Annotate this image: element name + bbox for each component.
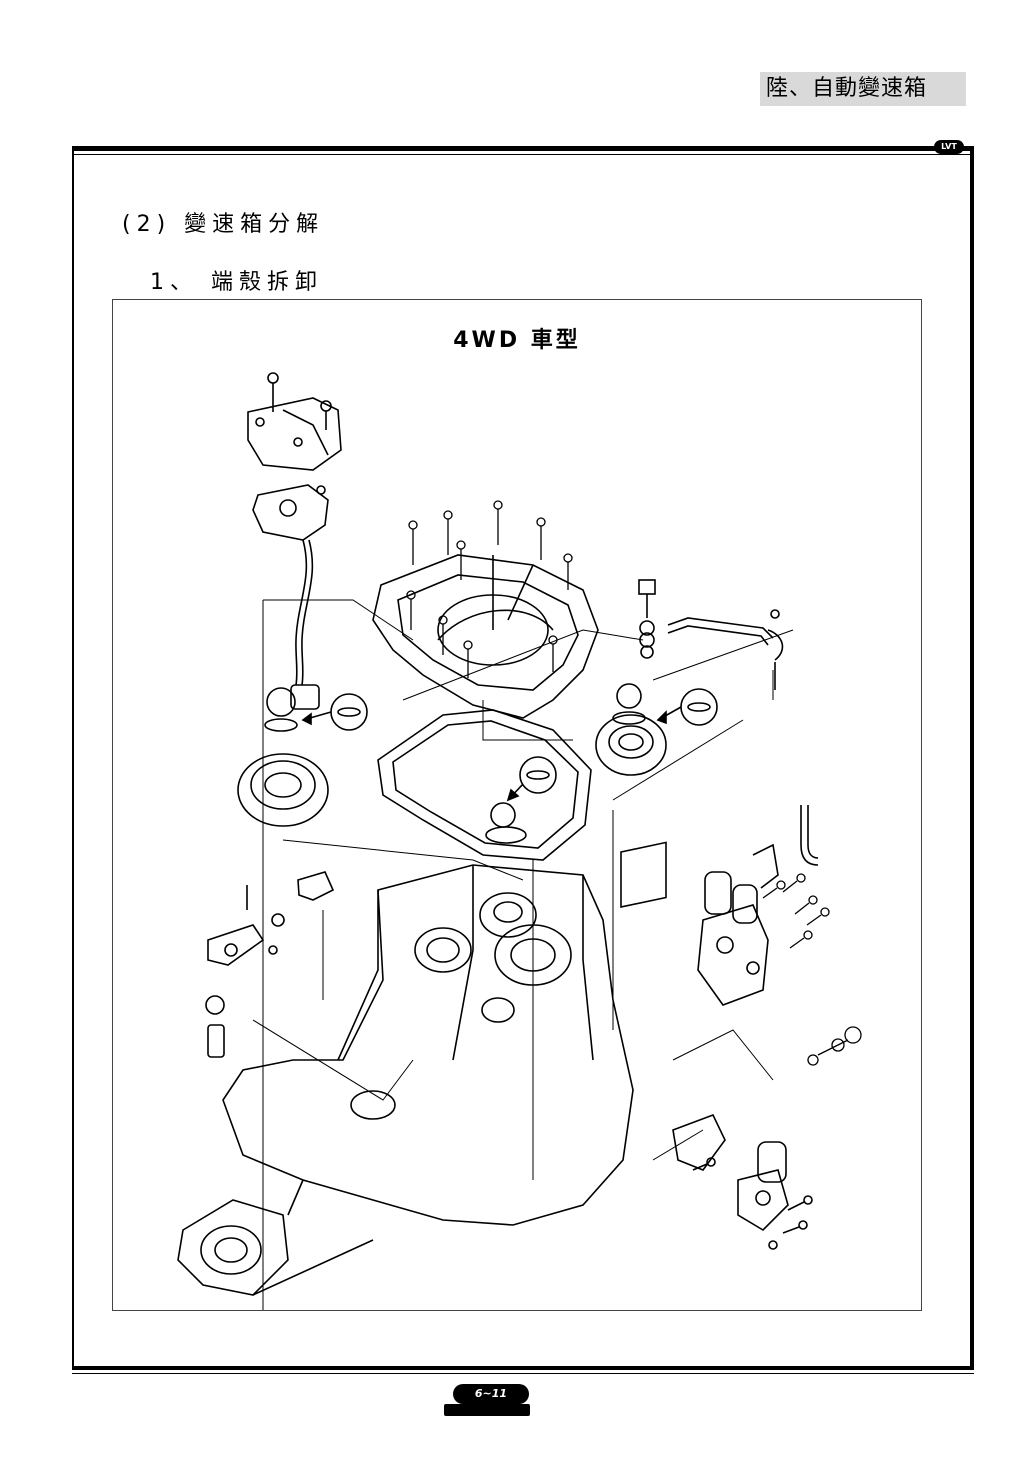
transmission-exploded-diagram <box>177 372 862 1310</box>
transmission-case <box>177 864 634 1296</box>
chapter-tab: 陸、自動變速箱 <box>760 72 966 106</box>
top-bracket <box>247 372 342 471</box>
left-small-parts <box>205 871 335 1058</box>
figure-box: 4WD 車型 <box>112 299 922 1311</box>
right-callout <box>656 688 718 726</box>
left-callout <box>301 693 368 731</box>
center-callout <box>506 756 557 802</box>
lower-solenoid <box>672 1113 813 1250</box>
top-rule-thin <box>72 154 974 155</box>
publisher-logo-icon <box>444 1404 530 1416</box>
right-gear-assembly <box>595 683 667 776</box>
section-title: (2) 變速箱分解 <box>122 212 325 237</box>
bottom-rule-thin <box>72 1373 974 1374</box>
page-number-badge: 6~11 <box>453 1384 529 1404</box>
end-cover <box>372 554 599 719</box>
leader-lines <box>252 599 794 1310</box>
sub-title: 1、 端殼拆卸 <box>150 270 323 295</box>
left-gear-assembly <box>237 687 329 827</box>
figure-caption: 4WD 車型 <box>453 328 581 353</box>
page-frame <box>72 146 974 1370</box>
fluid-pipe <box>667 609 784 690</box>
solenoid-harness <box>252 484 329 710</box>
top-rule <box>72 146 974 151</box>
gasket <box>377 709 592 861</box>
center-bearing <box>485 802 527 844</box>
lvt-logo-icon: LVT <box>934 140 964 154</box>
cover-bolts <box>406 500 573 678</box>
pipe-fitting <box>800 805 819 866</box>
drain-bolt-stack <box>638 579 656 659</box>
solenoid-valves <box>620 841 779 1006</box>
bottom-rule <box>72 1366 974 1370</box>
right-bolts <box>762 873 862 1066</box>
